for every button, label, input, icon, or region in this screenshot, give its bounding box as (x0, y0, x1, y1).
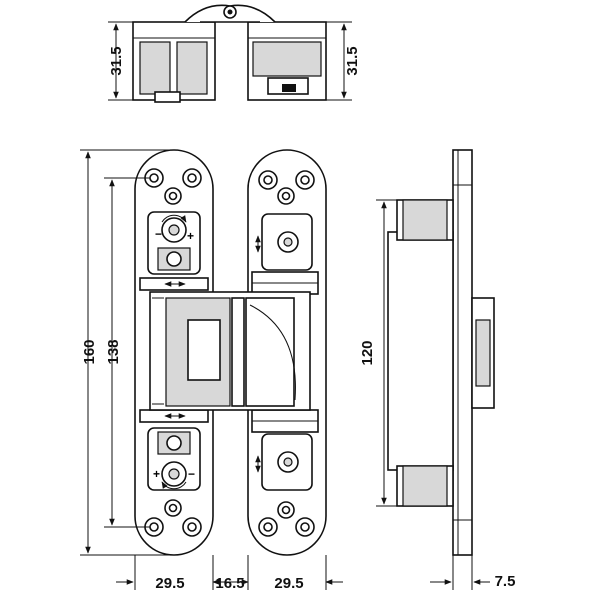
side-view: 120 7.5 (359, 149, 516, 590)
front-view: − + + − (134, 149, 327, 556)
top-view: 31.5 31.5 (108, 4, 361, 103)
dim-side-depth: 7.5 (495, 573, 516, 590)
side-body (387, 231, 454, 471)
dim-hole-spacing: 138 (105, 339, 122, 364)
dim-left-leaf-width: 29.5 (155, 575, 184, 592)
dim-center-width: 16.5 (215, 575, 244, 592)
dim-right-leaf-width: 29.5 (274, 575, 303, 592)
side-plate (452, 149, 473, 556)
svg-text:+: + (153, 467, 160, 481)
dim-overall-height: 160 (81, 339, 98, 364)
front-dimensions: 160 138 29.5 16.5 29.5 (80, 149, 343, 592)
dim-side-height: 120 (359, 340, 376, 365)
svg-text:−: − (188, 467, 195, 481)
svg-text:+: + (187, 229, 194, 243)
dim-top-right-height: 31.5 (344, 46, 361, 75)
dim-top-left-height: 31.5 (108, 46, 125, 75)
svg-text:−: − (155, 227, 162, 241)
